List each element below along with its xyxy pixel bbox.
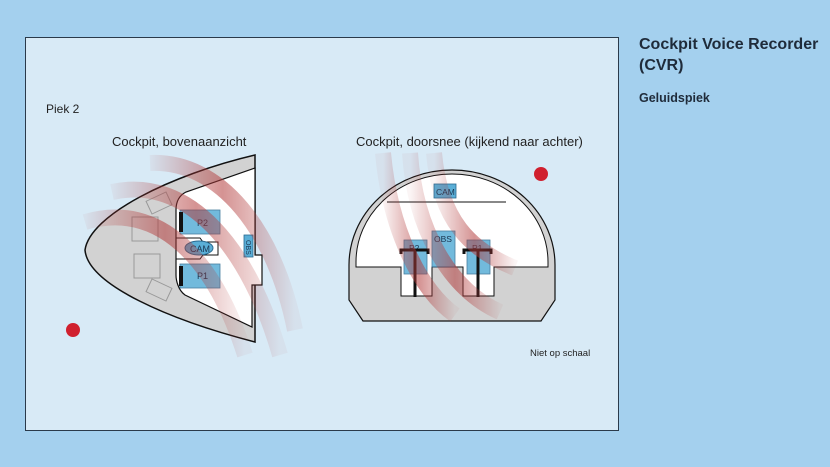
sound-source-dot	[66, 323, 80, 337]
obs-label-top: OBS	[244, 240, 251, 255]
top-view-title: Cockpit, bovenaanzicht	[112, 134, 247, 149]
page-subtitle: Geluidspiek	[639, 91, 710, 105]
section-title: Cockpit, doorsnee (kijkend naar achter)	[356, 134, 583, 149]
sound-source-dot-section	[534, 167, 548, 181]
peak-label: Piek 2	[46, 102, 80, 116]
scale-note: Niet op schaal	[530, 348, 590, 359]
cockpit-cross-section: CAM OBS P2 P1	[348, 152, 556, 322]
sound-waves-section	[375, 152, 519, 322]
diagram-panel: Piek 2 Cockpit, bovenaanzicht Cockpit, d…	[25, 37, 619, 431]
cam-label: CAM	[190, 244, 210, 254]
page-title: Cockpit Voice Recorder (CVR)	[639, 36, 819, 74]
obs-label: OBS	[434, 234, 452, 244]
cockpit-top-view: P2 P1 CAM OBS	[66, 154, 303, 358]
obs-seat-top	[243, 234, 254, 258]
sound-waves-top	[82, 154, 303, 358]
